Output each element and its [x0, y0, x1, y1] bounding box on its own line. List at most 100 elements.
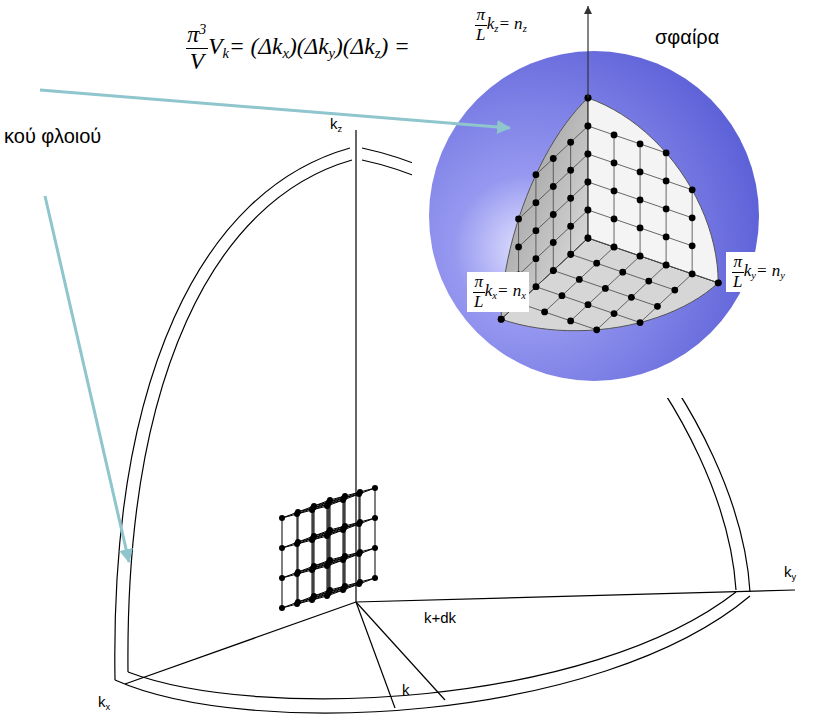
lattice-point [567, 195, 574, 202]
kx-quantization-text: π [474, 272, 483, 291]
lattice-line [297, 526, 345, 544]
lattice-line [314, 494, 359, 506]
lattice-line [327, 506, 328, 596]
lattice-point [567, 251, 574, 258]
lattice-point [533, 199, 540, 206]
lattice-point [294, 571, 300, 577]
lattice-point [602, 285, 609, 292]
lattice-point [356, 521, 362, 527]
lattice-line [314, 506, 315, 596]
subscript: x [282, 45, 288, 61]
volume-formula-text: )(Δk [289, 33, 329, 59]
lattice-line [282, 566, 327, 578]
subscript: z [338, 124, 343, 134]
lattice-point [585, 207, 592, 214]
lattice-line [536, 287, 640, 323]
lattice-line [327, 518, 375, 536]
superscript: 3 [199, 21, 206, 37]
subscript: x [492, 290, 497, 301]
lattice-point [550, 239, 557, 246]
lattice-line [282, 596, 327, 608]
kz-quantization: πLkz= nz [472, 6, 527, 44]
lattice-line [328, 504, 329, 594]
lattice-line [588, 238, 718, 283]
lattice-line [313, 508, 314, 598]
lattice-point [567, 167, 574, 174]
lattice-point [637, 253, 644, 260]
lattice-point [356, 551, 362, 557]
ky-axis [356, 590, 795, 602]
lattice-point [585, 235, 592, 242]
lattice-line [519, 303, 597, 330]
lattice-line [297, 496, 345, 514]
lattice-point [309, 507, 315, 513]
subscript: y [751, 270, 756, 281]
k-label-text: k [402, 681, 410, 698]
subscript: y [329, 45, 335, 61]
face-lattice [498, 95, 592, 323]
volume-formula-text: V [208, 33, 222, 59]
lattice-point [541, 309, 548, 316]
kz-quantization-text: L [476, 25, 485, 44]
lattice-line [330, 488, 375, 500]
lattice-point [689, 242, 696, 249]
kx-quantization-text: L [474, 292, 483, 311]
lattice-point [515, 216, 522, 223]
lattice-point [372, 515, 378, 521]
lattice-point [689, 270, 696, 277]
lattice-point [340, 527, 346, 533]
lattice-point [294, 601, 300, 607]
lattice-line [588, 98, 589, 238]
kx-axis [125, 602, 356, 684]
lattice-point [533, 283, 540, 290]
lattice-line [536, 126, 588, 175]
shell-arc [115, 148, 350, 680]
volume-formula-text: )(Δk [335, 33, 375, 59]
lattice-point [533, 283, 540, 290]
ky-axis-label: ky [784, 564, 796, 582]
lattice-point [567, 139, 574, 146]
lattice-point [294, 541, 300, 547]
lattice-point [611, 160, 618, 167]
fraction: πL [475, 6, 487, 44]
shell-label: κού φλοιού [4, 125, 101, 147]
lattice-point [567, 317, 574, 324]
lattice-line [282, 506, 327, 518]
lattice-point [340, 497, 346, 503]
lattice-point [585, 207, 592, 214]
lattice-point [637, 197, 644, 204]
lattice-line [312, 510, 313, 600]
subscript: k [222, 45, 228, 61]
kx-axis-label-text: k [98, 693, 106, 710]
lattice-line [298, 590, 343, 602]
lattice-point [498, 316, 505, 323]
lattice-point [576, 276, 583, 283]
lattice-point [611, 244, 618, 251]
kz-quantization-text: k [487, 14, 495, 33]
leader-line [45, 196, 129, 562]
lattice-point [593, 260, 600, 267]
lattice-line [298, 512, 299, 602]
inset-kz-axis [587, 6, 588, 98]
lattice-point [550, 155, 557, 162]
lattice-line [345, 496, 346, 586]
lattice-line [330, 548, 375, 560]
lattice-point [689, 186, 696, 193]
lattice-point [309, 567, 315, 573]
ky-axis-label-text: k [784, 563, 792, 580]
lattice-point [637, 319, 644, 326]
lattice-line [314, 584, 359, 596]
lattice-point [654, 303, 661, 310]
denominator: L [732, 272, 744, 292]
shell-arc [128, 592, 736, 699]
numerator: π [475, 6, 487, 25]
lattice-line [282, 530, 330, 548]
lattice-line [330, 578, 375, 590]
lattice-line [282, 500, 330, 518]
fraction: π3V [186, 22, 209, 74]
lattice-point [372, 485, 378, 491]
lattice-point [533, 227, 540, 234]
ky-quantization-text: π [733, 252, 742, 271]
lattice-point [637, 169, 644, 176]
fraction: πL [473, 273, 485, 311]
